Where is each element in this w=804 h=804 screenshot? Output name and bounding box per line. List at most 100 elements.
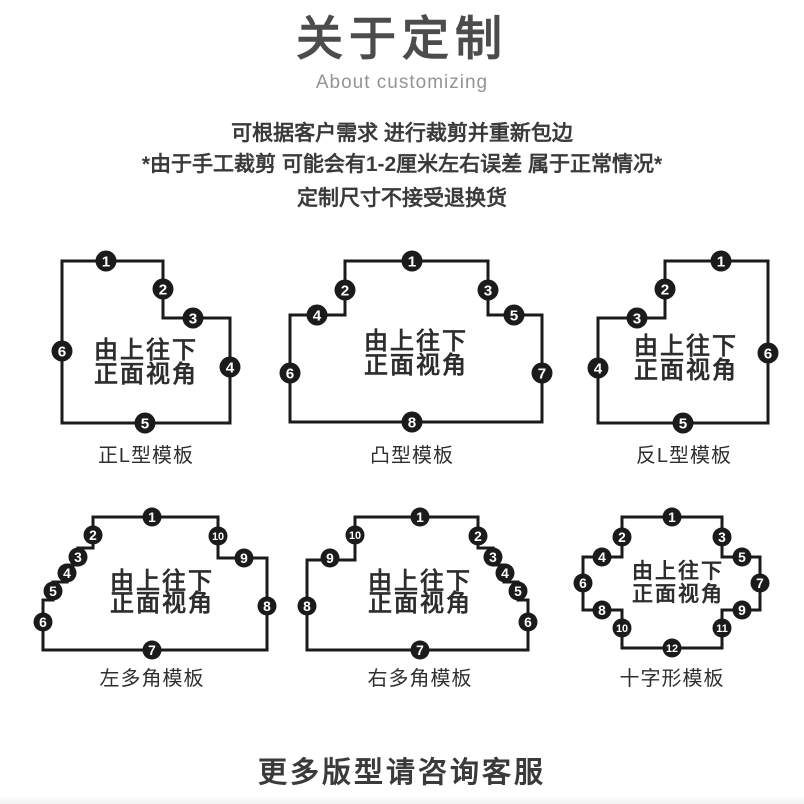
vertex-marker-5 xyxy=(672,412,694,434)
vertex-number: 9 xyxy=(738,603,746,618)
vertex-number: 8 xyxy=(263,599,271,614)
vertex-marker-5 xyxy=(508,581,528,601)
vertex-marker-4 xyxy=(219,356,241,378)
vertex-marker-1 xyxy=(95,250,117,272)
vertex-number: 2 xyxy=(618,530,626,545)
template-outline-cross-shape xyxy=(581,515,762,650)
vertex-marker-6 xyxy=(757,342,779,364)
vertex-number: 5 xyxy=(679,415,688,432)
vertex-number: 4 xyxy=(501,566,509,581)
vertex-marker-6 xyxy=(51,340,73,362)
vertex-marker-3 xyxy=(182,307,204,329)
vertex-marker-10 xyxy=(612,618,632,638)
vertex-number: 8 xyxy=(303,599,311,614)
view-angle-text: 由上往下 xyxy=(364,327,468,355)
vertex-marker-9 xyxy=(234,548,254,568)
vertex-number: 2 xyxy=(159,281,167,298)
bottom-fade xyxy=(0,796,804,804)
vertex-marker-2 xyxy=(654,278,676,300)
view-angle-text: 由上往下 xyxy=(94,336,198,364)
view-angle-text: 正面视角 xyxy=(632,582,724,606)
footer-text: 更多版型请咨询客服 xyxy=(257,757,546,789)
vertex-number: 3 xyxy=(189,310,197,327)
vertex-marker-9 xyxy=(320,548,340,568)
vertex-marker-1 xyxy=(401,250,423,272)
vertex-number: 3 xyxy=(718,530,726,545)
view-angle-text: 由上往下 xyxy=(632,559,724,583)
vertex-number: 5 xyxy=(49,584,57,599)
vertex-marker-5 xyxy=(43,581,63,601)
vertex-marker-3 xyxy=(483,547,503,567)
vertex-number: 1 xyxy=(717,253,726,270)
vertex-number: 4 xyxy=(226,359,235,376)
template-label-cross-shape: 十字形模板 xyxy=(620,667,725,690)
vertex-number: 4 xyxy=(594,360,603,377)
vertex-number: 6 xyxy=(524,615,532,630)
vertex-marker-6 xyxy=(573,573,593,593)
vertex-marker-12 xyxy=(662,638,682,658)
vertex-number: 1 xyxy=(102,253,111,270)
vertex-marker-6 xyxy=(279,362,301,384)
vertex-marker-2 xyxy=(612,527,632,547)
view-angle-text: 正面视角 xyxy=(94,360,198,388)
vertex-number: 9 xyxy=(326,551,334,566)
vertex-number: 6 xyxy=(764,345,772,362)
vertex-number: 7 xyxy=(756,576,764,591)
template-outline-l-shape xyxy=(60,259,232,425)
vertex-number: 6 xyxy=(286,365,294,382)
note-line-3: 定制尺寸不接受退换货 xyxy=(297,187,507,210)
vertex-number: 5 xyxy=(141,415,150,432)
vertex-number: 2 xyxy=(474,529,482,544)
vertex-marker-3 xyxy=(68,547,88,567)
vertex-marker-10 xyxy=(345,525,365,545)
vertex-marker-5 xyxy=(134,412,156,434)
vertex-number: 6 xyxy=(39,615,47,630)
view-angle-text: 由上往下 xyxy=(634,332,738,360)
vertex-marker-2 xyxy=(152,278,174,300)
vertex-marker-4 xyxy=(306,304,328,326)
vertex-marker-2 xyxy=(334,279,356,301)
vertex-number: 1 xyxy=(668,510,676,525)
vertex-number: 1 xyxy=(408,253,417,270)
view-angle-text: 由上往下 xyxy=(368,567,472,595)
vertex-marker-1 xyxy=(142,507,162,527)
vertex-marker-7 xyxy=(142,640,162,660)
vertex-number: 6 xyxy=(579,576,587,591)
vertex-marker-2 xyxy=(83,525,103,545)
vertex-number: 4 xyxy=(598,550,606,565)
vertex-marker-1 xyxy=(710,250,732,272)
vertex-number: 4 xyxy=(63,566,71,581)
vertex-marker-8 xyxy=(401,411,423,433)
vertex-marker-1 xyxy=(662,507,682,527)
vertex-number: 11 xyxy=(716,623,728,635)
vertex-marker-4 xyxy=(592,547,612,567)
vertex-number: 7 xyxy=(148,643,156,658)
vertex-number: 10 xyxy=(349,530,361,542)
vertex-number: 9 xyxy=(240,551,248,566)
view-angle-text: 正面视角 xyxy=(364,351,468,379)
view-angle-text: 正面视角 xyxy=(368,589,472,617)
vertex-marker-8 xyxy=(257,596,277,616)
vertex-number: 7 xyxy=(416,643,424,658)
vertex-number: 3 xyxy=(74,550,82,565)
vertex-marker-8 xyxy=(297,596,317,616)
view-angle-text: 正面视角 xyxy=(110,589,214,617)
template-label-right-multi-angle: 右多角模板 xyxy=(368,667,473,690)
vertex-number: 10 xyxy=(616,623,628,635)
vertex-marker-6 xyxy=(33,612,53,632)
vertex-marker-2 xyxy=(468,526,488,546)
vertex-number: 2 xyxy=(341,282,349,299)
vertex-marker-5 xyxy=(503,304,525,326)
view-angle-text: 正面视角 xyxy=(634,356,738,384)
vertex-number: 10 xyxy=(212,531,224,543)
vertex-number: 8 xyxy=(598,603,606,618)
vertex-marker-9 xyxy=(732,600,752,620)
vertex-marker-7 xyxy=(410,640,430,660)
vertex-marker-8 xyxy=(592,600,612,620)
page-title: 关于定制 xyxy=(296,12,508,65)
vertex-marker-4 xyxy=(495,563,515,583)
